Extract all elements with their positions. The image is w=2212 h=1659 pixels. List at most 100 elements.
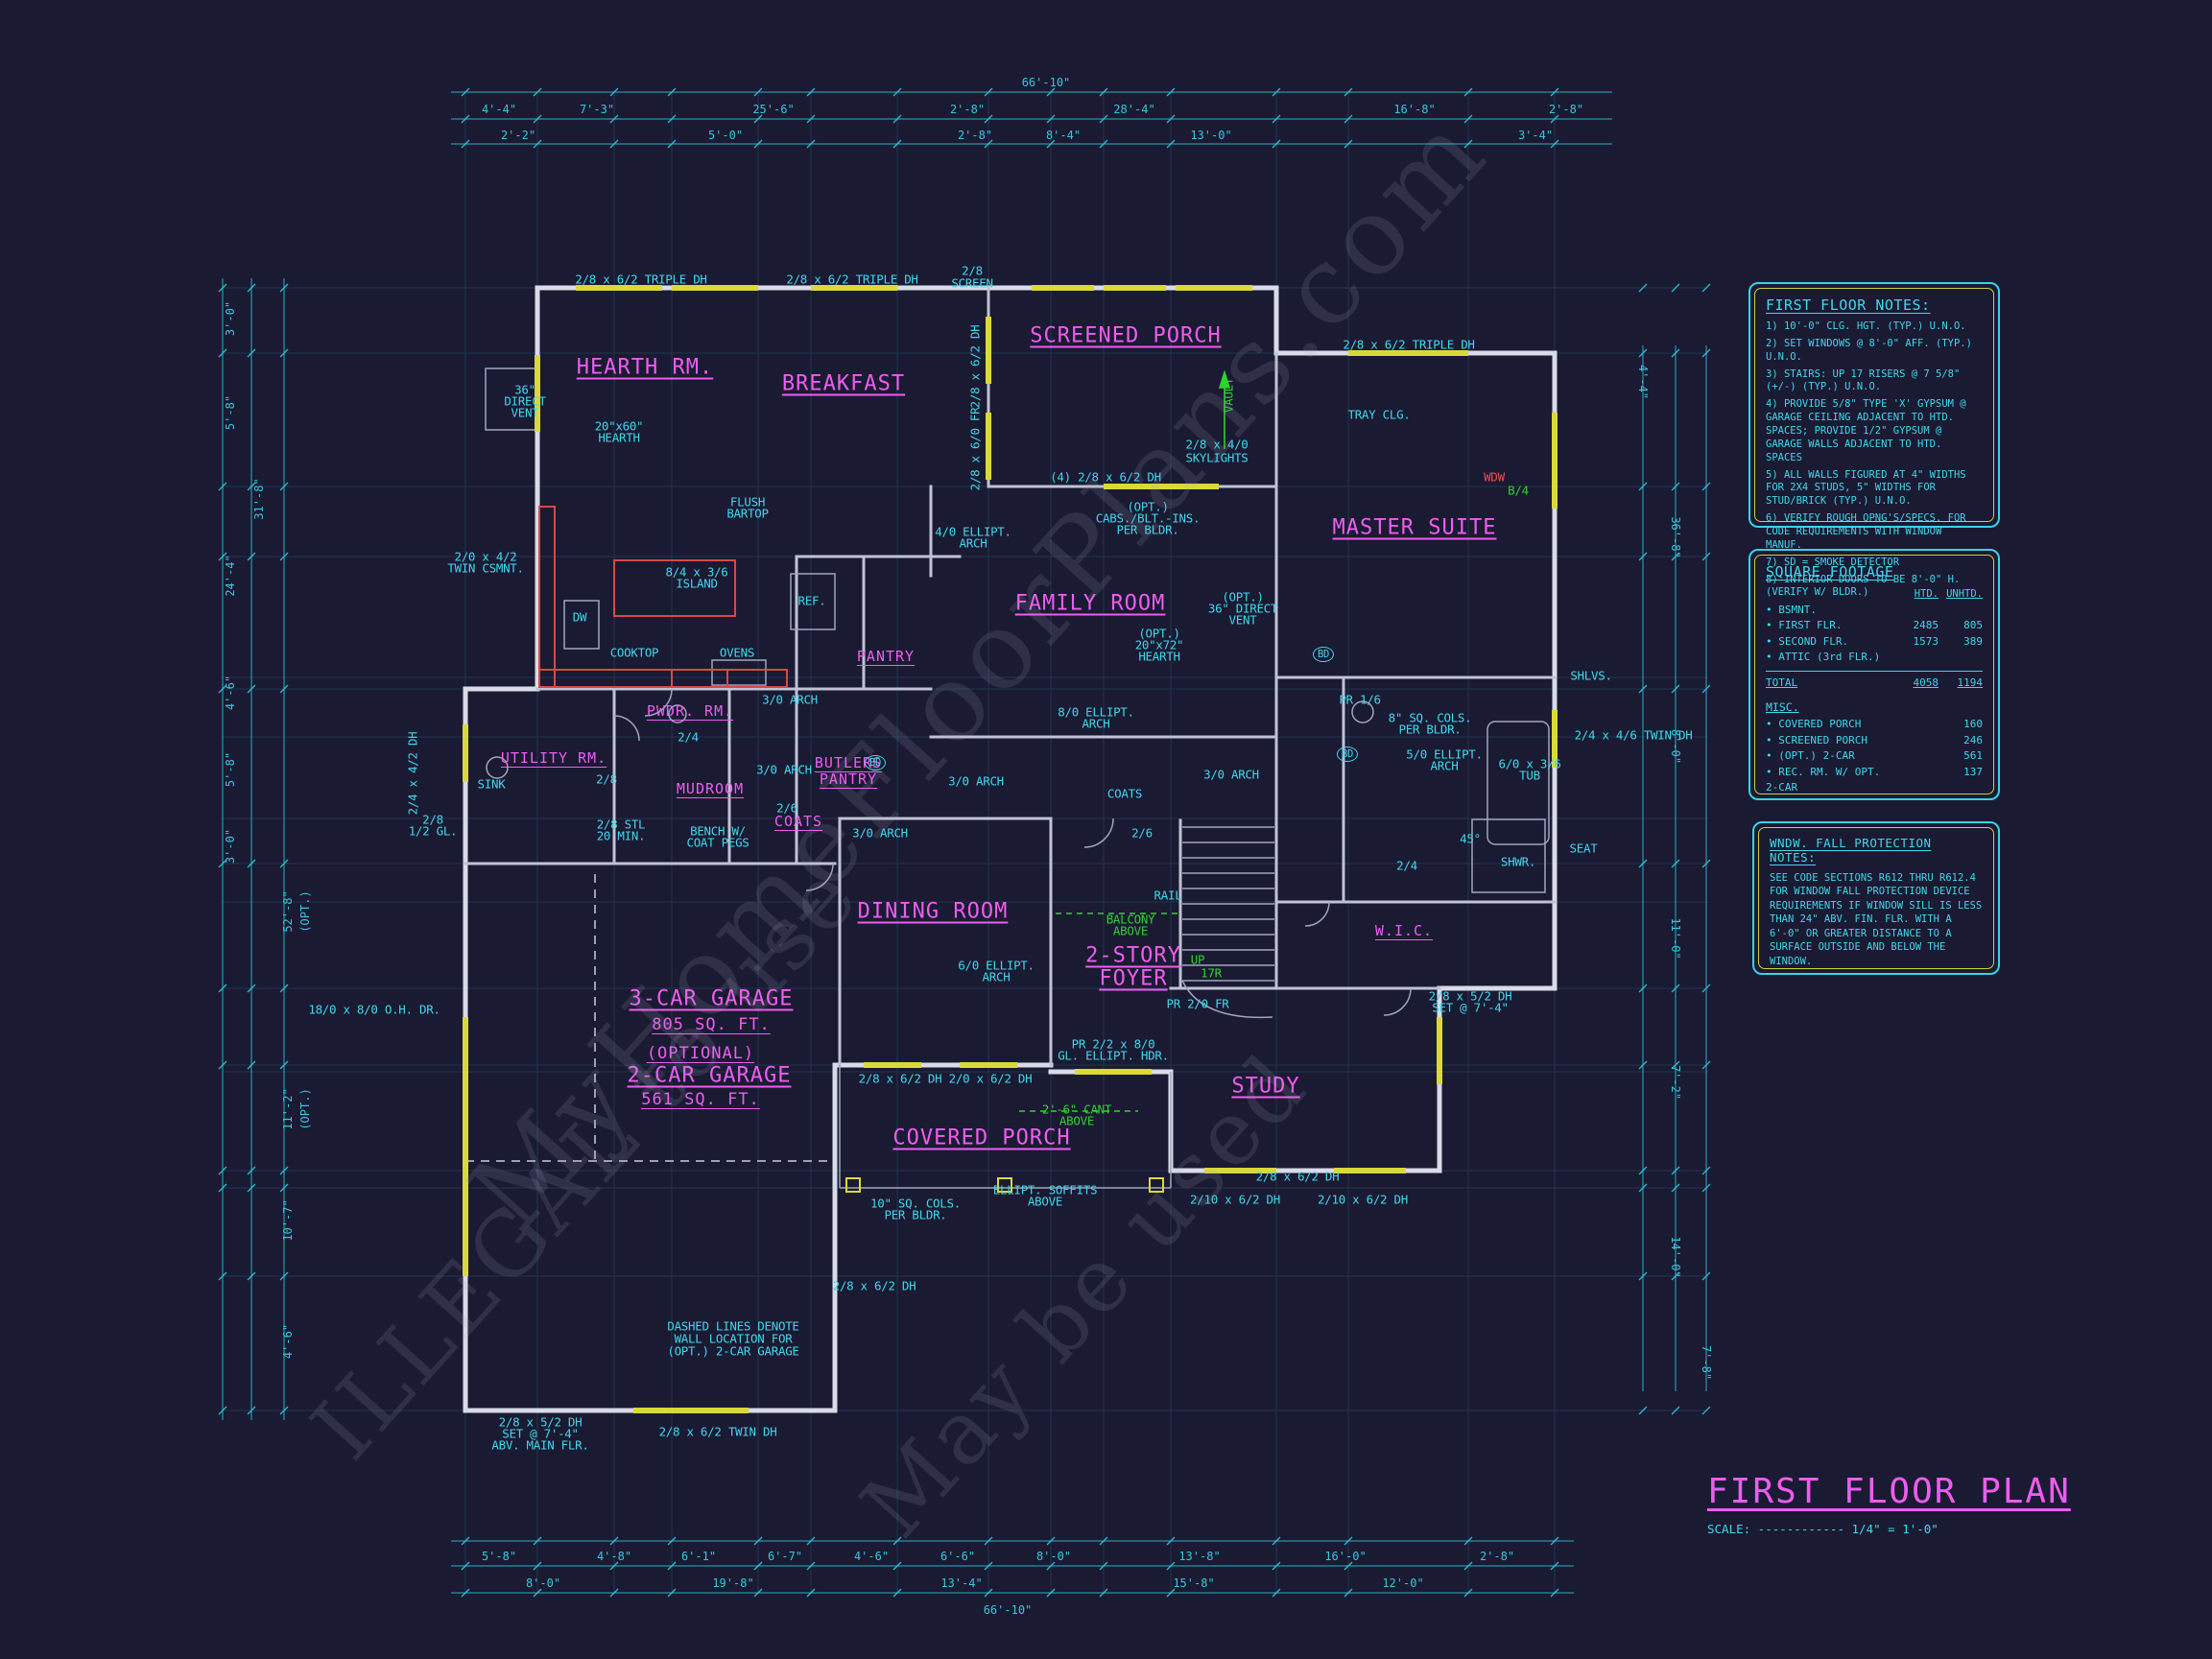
room-label-mudroom: MUDROOM xyxy=(676,780,745,797)
plan-annotation-bd: BD xyxy=(1312,647,1335,662)
plan-annotation-2-0-x-4-2: 2/0 x 4/2 xyxy=(454,549,517,564)
room-label-optional: (OPTIONAL) xyxy=(646,1044,755,1063)
plan-annotation-hearth: HEARTH xyxy=(598,430,640,445)
plan-annotation-pr-1-6: PR 1/6 xyxy=(1339,692,1381,707)
dimension-lines xyxy=(222,91,1707,1594)
plan-annotation-ellipt-soffits: ELLIPT. SOFFITS xyxy=(992,1182,1098,1197)
dimension-text-8-0: 8'-0" xyxy=(1669,728,1682,765)
plan-annotation-2-8-x-6-2-dh: 2/8 x 6/2 DH xyxy=(967,324,983,409)
room-label-2-car-garage: 2-CAR GARAGE xyxy=(627,1063,792,1088)
plan-annotation-coat-pegs: COAT PEGS xyxy=(686,835,749,850)
room-label-2-story: 2-STORY xyxy=(1085,943,1181,968)
dimension-text-4-6: 4'-6" xyxy=(281,1323,295,1360)
dimension-text-4-6: 4'-6" xyxy=(224,675,237,711)
plan-annotation-twin-csmnt: TWIN CSMNT. xyxy=(447,560,524,576)
plan-annotation-2-8-x-5-2-dh: 2/8 x 5/2 DH xyxy=(498,1414,583,1430)
dimension-text-16-0: 16'-0" xyxy=(1324,1550,1367,1563)
plan-annotation-flush: FLUSH xyxy=(729,494,766,510)
plan-annotation-vent: VENT xyxy=(511,405,539,420)
dimension-text-opt: (OPT.) xyxy=(298,890,312,933)
plan-annotation-tub: TUB xyxy=(1519,768,1540,783)
dimension-ticks xyxy=(218,87,1711,1598)
plan-annotation-wdw: WDW xyxy=(1484,469,1505,485)
sqft-row-1: • BSMNT. xyxy=(1766,603,1817,616)
plan-annotation-3-0-arch: 3/0 ARCH xyxy=(1203,767,1259,782)
dimension-text-7-8: 7'-8" xyxy=(1700,1344,1713,1381)
dimension-text-2-8: 2'-8" xyxy=(1548,103,1584,116)
plan-annotation-coats: COATS xyxy=(1106,786,1143,801)
plan-annotation-above: ABOVE xyxy=(1027,1194,1063,1209)
sheet-title: FIRST FLOOR PLAN xyxy=(1707,1472,2071,1511)
fall-protection-panel: WNDW. FALL PROTECTION NOTES: SEE CODE SE… xyxy=(1752,821,2000,975)
plan-annotation-45: 45° xyxy=(1460,831,1481,846)
dimension-text-31-8: 31'-8" xyxy=(252,478,266,520)
plan-annotation-20-x60: 20"x60" xyxy=(594,418,644,434)
plan-annotation-per-bldr: PER BLDR. xyxy=(1398,722,1462,737)
dimension-text-4-4: 4'-4" xyxy=(481,103,517,116)
note-item-4: 4) PROVIDE 5/8" TYPE 'X' GYPSUM @ GARAGE… xyxy=(1766,398,1966,463)
kitchen-counters xyxy=(538,506,788,688)
dimension-text-8-4: 8'-4" xyxy=(1045,129,1082,142)
dimension-text-6-6: 6'-6" xyxy=(940,1550,976,1563)
plan-annotation-up: UP xyxy=(1190,952,1205,967)
plan-annotation-2-8-x-6-2-triple-dh: 2/8 x 6/2 TRIPLE DH xyxy=(786,272,918,287)
plan-annotation-vent: VENT xyxy=(1228,612,1257,628)
sqft-row-4: • ATTIC (3rd FLR.) xyxy=(1766,651,1881,664)
note-item-8: 8) INTERIOR DOORS TO BE 8'-0" H. (VERIFY… xyxy=(1766,573,1961,599)
room-label-butlers: BUTLERS xyxy=(814,754,883,771)
plan-annotation-above: ABOVE xyxy=(1058,1113,1095,1128)
plan-annotation-ref: REF. xyxy=(797,593,826,608)
plan-annotation-4-0-ellipt: 4/0 ELLIPT. xyxy=(935,524,1011,539)
plan-annotation-cabs-blt-ins: CABS./BLT.-INS. xyxy=(1095,510,1201,526)
plan-annotation-2-4: 2/4 xyxy=(678,729,699,745)
plan-annotation-2-8-x-6-2-triple-dh: 2/8 x 6/2 TRIPLE DH xyxy=(575,272,707,287)
exterior-walls xyxy=(463,285,1558,1413)
plan-annotation-2-8-x-6-2-twin-dh: 2/8 x 6/2 TWIN DH xyxy=(658,1424,777,1439)
dimension-text-52-8: 52'-8" xyxy=(281,890,295,933)
plan-annotation-abv-main-flr: ABV. MAIN FLR. xyxy=(491,1437,589,1453)
note-item-5: 5) ALL WALLS FIGURED AT 4" WIDTHS FOR 2X… xyxy=(1766,468,1966,508)
plan-annotation-3-0-arch: 3/0 ARCH xyxy=(756,762,812,777)
room-label-family-room: FAMILY ROOM xyxy=(1014,591,1166,616)
plan-annotation-tray-clg: TRAY CLG. xyxy=(1347,407,1411,422)
plan-annotation-6-0-x-3-6: 6/0 x 3/6 xyxy=(1498,756,1561,771)
plan-annotation-2-8: 2/8 xyxy=(422,812,443,827)
room-label-3-car-garage: 3-CAR GARAGE xyxy=(629,986,794,1011)
dimension-text-36-8: 36'-8" xyxy=(1669,516,1682,558)
plan-annotation-2-8-x-4-0: 2/8 x 4/0 xyxy=(1185,437,1249,452)
note-item-2: 2) SET WINDOWS @ 8'-0" AFF. (TYP.) U.N.O… xyxy=(1766,337,1972,363)
room-label-pantry: PANTRY xyxy=(856,648,916,665)
plan-annotation-2-10-x-6-2-dh: 2/10 x 6/2 DH xyxy=(1318,1192,1408,1207)
plan-annotation-b-4: B/4 xyxy=(1508,483,1529,498)
dimension-text-28-4: 28'-4" xyxy=(1113,103,1155,116)
plan-annotation-3-0-arch: 3/0 ARCH xyxy=(762,692,818,707)
plan-annotation-opt: (OPT.) xyxy=(1127,499,1169,514)
plan-annotation-dashed-lines-denote: DASHED LINES DENOTE xyxy=(667,1318,799,1334)
plan-annotation-2-10-x-6-2-dh: 2/10 x 6/2 DH xyxy=(1190,1192,1280,1207)
room-label-w-i-c: W.I.C. xyxy=(1374,922,1434,939)
dimension-text-5-8: 5'-8" xyxy=(481,1550,517,1563)
plan-annotation-bench-w: BENCH W/ xyxy=(690,823,746,839)
first-floor-notes-panel: FIRST FLOOR NOTES: 1) 10'-0" CLG. HGT. (… xyxy=(1748,282,2000,598)
plan-annotation-1-2-gl: 1/2 GL. xyxy=(408,823,458,839)
green-annotation-lines xyxy=(1218,369,1231,449)
plan-annotation-bd: BD xyxy=(864,755,887,770)
plan-annotation-5-0-ellipt: 5/0 ELLIPT. xyxy=(1406,747,1483,762)
room-label-pantry: PANTRY xyxy=(819,770,878,788)
plan-annotation-18-0-x-8-0-o-h-dr: 18/0 x 8/0 O.H. DR. xyxy=(308,1002,440,1017)
dimension-text-13-4: 13'-4" xyxy=(940,1576,983,1590)
dimension-text-24-4: 24'-4" xyxy=(224,555,237,597)
plan-annotation-dw: DW xyxy=(572,609,587,625)
dimension-text-4-4: 4'-4" xyxy=(1636,364,1650,400)
room-label-coats: COATS xyxy=(773,813,823,830)
note-item-6: 6) VERIFY ROUGH OPNG'S/SPECS. FOR CODE R… xyxy=(1766,512,1966,551)
room-label-pwdr-rm: PWDR. RM. xyxy=(646,702,734,720)
plan-annotation-island: ISLAND xyxy=(676,576,718,591)
first-floor-notes-list: 1) 10'-0" CLG. HGT. (TYP.) U.N.O.2) SET … xyxy=(1766,320,1983,600)
plan-annotation-per-bldr: PER BLDR. xyxy=(1116,522,1179,537)
